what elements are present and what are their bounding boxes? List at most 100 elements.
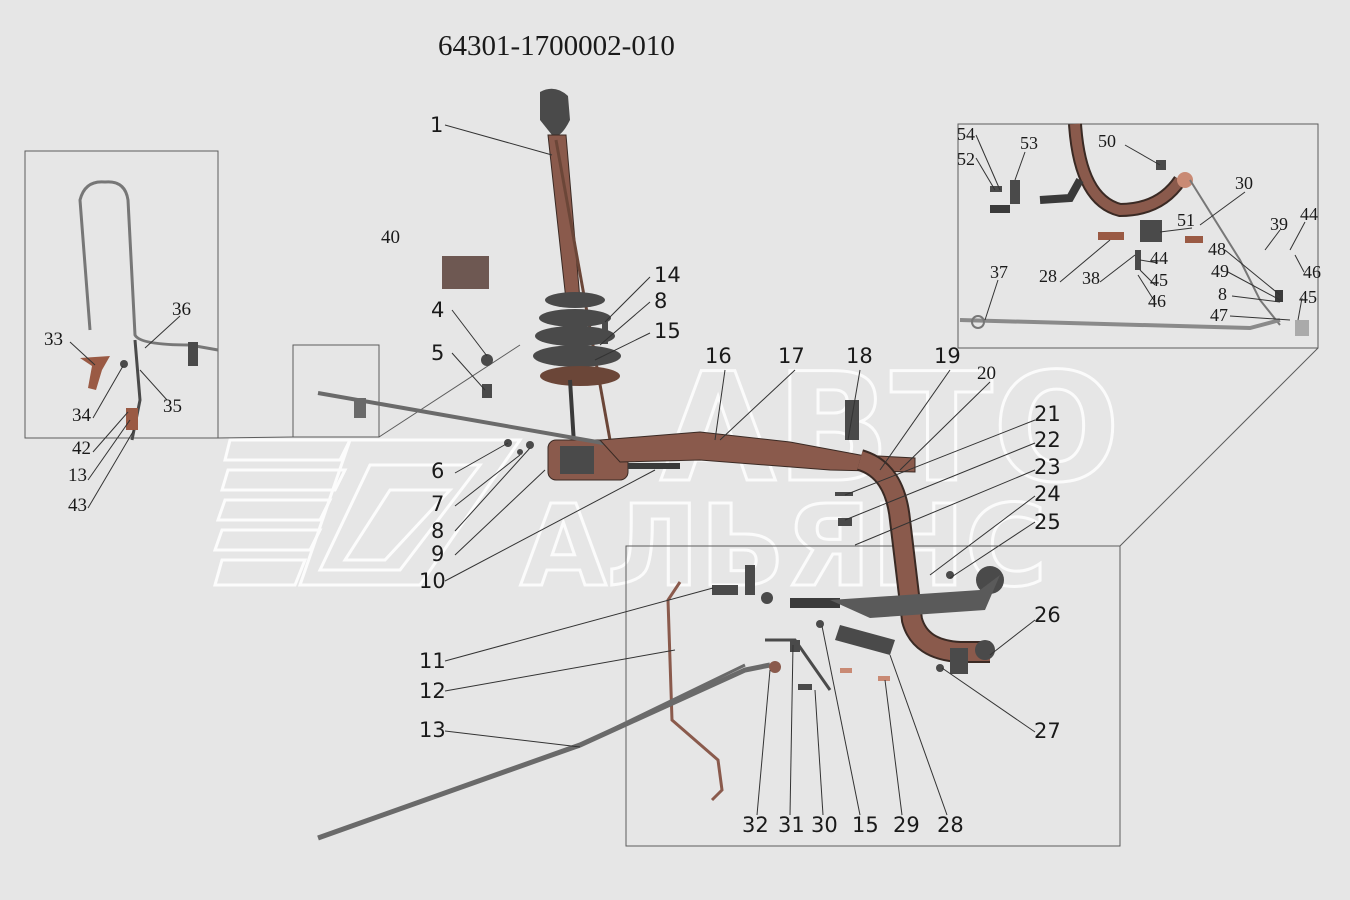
part-label: 14 (654, 263, 681, 287)
part-label: 12 (419, 679, 446, 703)
leader-line (444, 649, 676, 692)
part-label: 40 (381, 227, 400, 248)
leader-line (1229, 315, 1291, 321)
part-label: 45 (1150, 270, 1168, 290)
leader-line (1059, 239, 1111, 283)
part-label: 8 (1218, 284, 1227, 304)
leader-line (949, 521, 1036, 579)
part-label: 21 (1034, 402, 1061, 426)
part-label: 15 (852, 813, 879, 837)
part-label: 48 (1208, 239, 1226, 259)
part-label: 49 (1211, 261, 1229, 281)
detail-box-top-right (957, 123, 1319, 349)
leader-line (975, 134, 1001, 191)
part-label: 50 (1098, 131, 1116, 151)
part-label: 47 (1210, 305, 1228, 325)
part-label: 23 (1034, 455, 1061, 479)
gear-lever (540, 88, 612, 441)
leader-line (594, 332, 651, 361)
leader-line (139, 369, 168, 401)
top-right-detail-parts (959, 123, 1309, 336)
part-label: 6 (431, 459, 445, 483)
part-label: 25 (1034, 510, 1061, 534)
part-label: 39 (1270, 214, 1288, 234)
leader-line (1264, 229, 1281, 251)
part-label: 34 (72, 405, 91, 426)
part-label: 4 (431, 298, 445, 322)
part-label: 31 (778, 813, 805, 837)
part-label: 35 (163, 396, 182, 417)
part-label: 7 (431, 492, 445, 516)
part-label: 16 (705, 344, 732, 368)
leader-line (92, 411, 129, 453)
leader-line (1099, 254, 1136, 283)
leader-line (899, 381, 991, 471)
leader-line (1231, 295, 1281, 303)
part-label: 5 (431, 341, 445, 365)
leader-line (975, 157, 996, 191)
leader-line (941, 667, 1036, 733)
leader-line (889, 654, 948, 816)
part-label: 18 (846, 344, 873, 368)
part-label: 28 (1039, 266, 1057, 286)
part-label: 27 (1034, 719, 1061, 743)
leader-line (144, 315, 181, 349)
leader-line (789, 644, 794, 816)
part-label: 44 (1300, 204, 1318, 224)
leader-line (756, 669, 771, 816)
part-label: 46 (1303, 262, 1321, 282)
part-label: 52 (957, 149, 975, 169)
part-label: 38 (1082, 268, 1100, 288)
leader-line (714, 369, 726, 441)
part-label: 42 (72, 438, 91, 459)
leader-line (87, 419, 131, 481)
part-label: 30 (811, 813, 838, 837)
leader-line (454, 454, 521, 507)
leader-line (444, 124, 553, 156)
part-label: 33 (44, 329, 63, 350)
lever-boot (533, 292, 621, 461)
watermark-logo (212, 438, 523, 587)
leader-line (451, 309, 488, 357)
part-label: 29 (893, 813, 920, 837)
part-label: 26 (1034, 603, 1061, 627)
part-label: 13 (419, 718, 446, 742)
small-parts (354, 256, 853, 526)
part-label: 28 (937, 813, 964, 837)
leader-line (604, 276, 651, 323)
leader-line (719, 369, 796, 441)
leader-lines (69, 124, 1306, 816)
part-label: 9 (431, 542, 445, 566)
part-label: 30 (1235, 173, 1253, 193)
part-label: 8 (654, 289, 668, 313)
leader-line (1297, 297, 1303, 321)
leader-line (1227, 271, 1281, 301)
leader-line (821, 625, 861, 816)
leader-line (854, 469, 1036, 546)
leader-line (444, 730, 581, 748)
part-label: 15 (654, 319, 681, 343)
leader-line (1139, 259, 1159, 264)
leader-line (884, 679, 903, 816)
part-label: 36 (172, 299, 191, 320)
leader-line (929, 495, 1036, 576)
leader-line (451, 352, 486, 391)
part-label: 22 (1034, 428, 1061, 452)
part-label: 20 (977, 363, 996, 384)
part-label: 43 (68, 495, 87, 516)
leader-line (87, 429, 135, 509)
leader-line (1159, 227, 1193, 233)
part-label: 19 (934, 344, 961, 368)
part-label: 46 (1148, 291, 1166, 311)
drawing-title: 64301-1700002-010 (438, 30, 675, 62)
detail-box-bottom (625, 545, 1121, 847)
bottom-detail-parts (317, 565, 1000, 841)
leader-line (844, 442, 1036, 521)
leader-line (984, 279, 999, 321)
leader-line (69, 341, 96, 366)
part-label: 51 (1177, 210, 1195, 230)
leader-line (92, 365, 124, 419)
detail-box-left (24, 150, 219, 439)
